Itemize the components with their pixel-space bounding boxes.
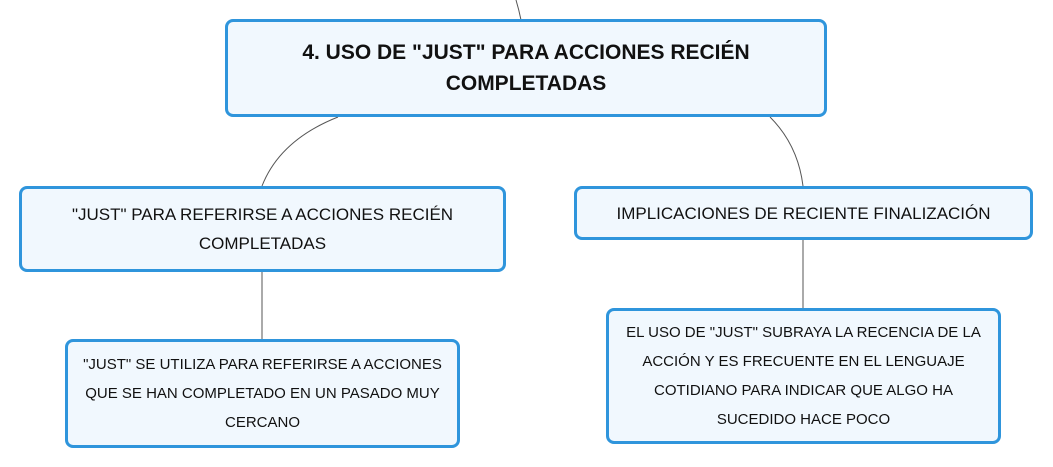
detail-node-just-utiliza[interactable]: "JUST" SE UTILIZA PARA REFERIRSE A ACCIO…	[65, 339, 460, 448]
detail-node-uso-de-just[interactable]: EL USO DE "JUST" SUBRAYA LA RECENCIA DE …	[606, 308, 1001, 444]
root-topic-node[interactable]: 4. USO DE "JUST" PARA ACCIONES RECIÉN CO…	[225, 19, 827, 117]
subtopic-node-just-referirse[interactable]: "JUST" PARA REFERIRSE A ACCIONES RECIÉN …	[19, 186, 506, 272]
connector-root-to-left-branch	[261, 116, 339, 187]
connector-root-to-right-branch	[769, 116, 804, 187]
root-topic-label: 4. USO DE "JUST" PARA ACCIONES RECIÉN CO…	[302, 41, 750, 95]
subtopic-label: "JUST" PARA REFERIRSE A ACCIONES RECIÉN …	[71, 205, 454, 253]
subtopic-label: IMPLICACIONES DE RECIENTE FINALIZACIÓN	[616, 203, 991, 223]
detail-label: EL USO DE "JUST" SUBRAYA LA RECENCIA DE …	[626, 324, 981, 428]
detail-label: "JUST" SE UTILIZA PARA REFERIRSE A ACCIO…	[83, 356, 442, 431]
subtopic-node-implicaciones[interactable]: IMPLICACIONES DE RECIENTE FINALIZACIÓN	[574, 186, 1033, 240]
connector-parent-to-root	[515, 0, 522, 21]
